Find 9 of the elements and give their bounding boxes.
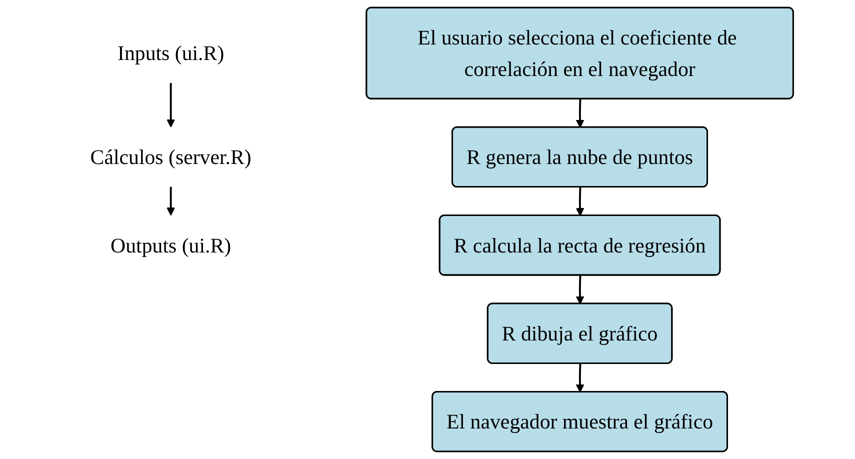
arrow bbox=[166, 186, 175, 216]
arrow bbox=[576, 275, 584, 304]
arrow bbox=[576, 99, 584, 128]
arrow bbox=[166, 82, 175, 128]
arrow bbox=[576, 364, 584, 393]
node-text: Outputs (ui.R) bbox=[110, 233, 232, 257]
node-text: Inputs (ui.R) bbox=[118, 41, 224, 65]
arrow bbox=[576, 187, 584, 216]
node-text: Cálculos (server.R) bbox=[90, 145, 252, 169]
